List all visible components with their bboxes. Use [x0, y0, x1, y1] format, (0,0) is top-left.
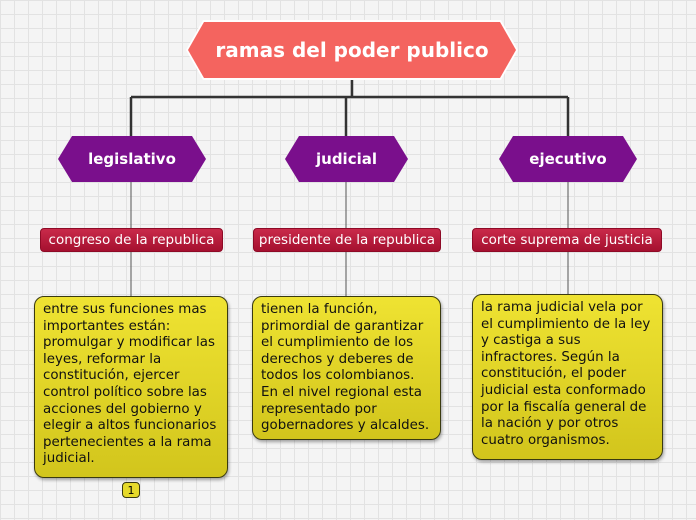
- branch-label: judicial: [316, 150, 377, 168]
- sub-node-label: presidente de la republica: [258, 232, 436, 248]
- branch-node-judicial[interactable]: judicial: [285, 136, 408, 182]
- note-judicial[interactable]: tienen la función, primordial de garanti…: [252, 296, 441, 440]
- sub-node-corte[interactable]: corte suprema de justicia: [472, 228, 662, 252]
- root-node-title: ramas del poder publico: [215, 38, 489, 62]
- note-legislativo[interactable]: entre sus funciones mas importantes está…: [34, 296, 228, 478]
- branch-node-ejecutivo[interactable]: ejecutivo: [499, 136, 637, 182]
- branch-label: legislativo: [88, 150, 176, 168]
- branch-label: ejecutivo: [529, 150, 607, 168]
- note-ejecutivo[interactable]: la rama judicial vela por el cumplimient…: [472, 294, 663, 460]
- sub-node-label: congreso de la republica: [48, 232, 215, 248]
- root-node[interactable]: ramas del poder publico: [188, 22, 516, 78]
- note-count-badge[interactable]: 1: [122, 482, 140, 498]
- sub-node-congreso[interactable]: congreso de la republica: [40, 228, 223, 252]
- sub-node-presidente[interactable]: presidente de la republica: [253, 228, 441, 252]
- branch-node-legislativo[interactable]: legislativo: [58, 136, 206, 182]
- sub-node-label: corte suprema de justicia: [481, 232, 653, 248]
